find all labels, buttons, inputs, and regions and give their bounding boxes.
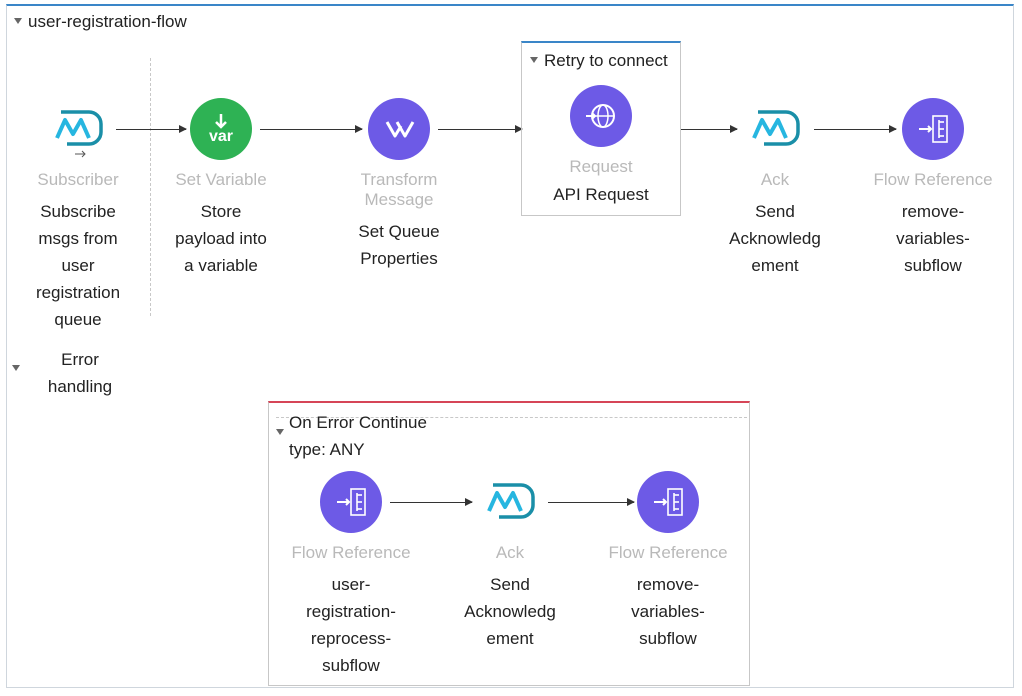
- flow-arrow: [116, 125, 187, 133]
- flow-reference-component[interactable]: Flow Reference user- registration- repro…: [281, 471, 421, 679]
- component-name: remove- variables- subflow: [896, 202, 970, 275]
- flow-arrow: [681, 125, 738, 133]
- var-icon: var: [190, 98, 252, 160]
- on-error-divider: [276, 417, 747, 419]
- subscriber-component[interactable]: Subscriber Subscribe msgs from user regi…: [8, 98, 148, 333]
- transform-icon: [368, 98, 430, 160]
- component-name: user- registration- reprocess- subflow: [306, 575, 396, 675]
- component-type: Ack: [760, 170, 790, 189]
- on-error-continue-scope[interactable]: On Error Continue type: ANY: [268, 401, 750, 686]
- flow-arrow: [260, 125, 363, 133]
- collapse-triangle-icon[interactable]: [14, 17, 22, 24]
- flow-reference-icon: [320, 471, 382, 533]
- component-name: Send Acknowledg ement: [729, 202, 821, 275]
- ack-component[interactable]: Ack Send Acknowledg ement: [705, 98, 845, 279]
- flow-reference-icon: [902, 98, 964, 160]
- mq-ack-icon: [744, 98, 806, 160]
- ack-component[interactable]: Ack Send Acknowledg ement: [440, 471, 580, 652]
- flow-arrow: [814, 125, 897, 133]
- flow-header[interactable]: user-registration-flow: [14, 12, 187, 32]
- retry-scope-title: Retry to connect: [544, 51, 668, 70]
- flow-reference-component[interactable]: Flow Reference remove- variables- subflo…: [863, 98, 1003, 279]
- collapse-triangle-icon[interactable]: [276, 429, 284, 435]
- source-divider: [150, 58, 151, 316]
- component-type: Ack: [495, 543, 525, 562]
- component-type: Transform Message: [360, 170, 438, 209]
- var-icon-text: var: [208, 128, 234, 145]
- component-type: Flow Reference: [608, 543, 728, 562]
- flow-arrow: [548, 498, 635, 506]
- collapse-triangle-icon[interactable]: [530, 56, 538, 63]
- flow-reference-component[interactable]: Flow Reference remove- variables- subflo…: [598, 471, 738, 652]
- error-handling-label[interactable]: Error handling: [47, 350, 113, 396]
- flow-reference-icon: [637, 471, 699, 533]
- set-variable-component[interactable]: var Set Variable Store payload into a va…: [151, 98, 291, 279]
- component-name: remove- variables- subflow: [631, 575, 705, 648]
- retry-scope[interactable]: Retry to connect: [521, 41, 681, 216]
- request-component[interactable]: Request API Request: [531, 85, 671, 208]
- component-type: Request: [569, 157, 633, 176]
- flow-title: user-registration-flow: [28, 12, 187, 31]
- component-type: Subscriber: [37, 170, 119, 189]
- flow-canvas: [6, 4, 1014, 688]
- component-name: API Request: [553, 185, 649, 204]
- component-type: Set Variable: [175, 170, 267, 189]
- component-type: Flow Reference: [873, 170, 993, 189]
- flow-arrow: [438, 125, 523, 133]
- flow-arrow: [390, 498, 473, 506]
- component-name: Send Acknowledg ement: [464, 575, 556, 648]
- globe-request-icon: [570, 85, 632, 147]
- on-error-header: On Error Continue type: ANY: [289, 413, 427, 459]
- component-type: Flow Reference: [291, 543, 411, 562]
- mq-ack-icon: [479, 471, 541, 533]
- mq-subscriber-icon: [47, 98, 109, 160]
- collapse-triangle-icon[interactable]: [12, 365, 20, 371]
- transform-message-component[interactable]: Transform Message Set Queue Properties: [329, 98, 469, 272]
- component-name: Store payload into a variable: [175, 202, 267, 275]
- component-name: Subscribe msgs from user registration qu…: [35, 202, 121, 329]
- retry-scope-header[interactable]: Retry to connect: [530, 51, 668, 71]
- component-name: Set Queue Properties: [358, 222, 440, 268]
